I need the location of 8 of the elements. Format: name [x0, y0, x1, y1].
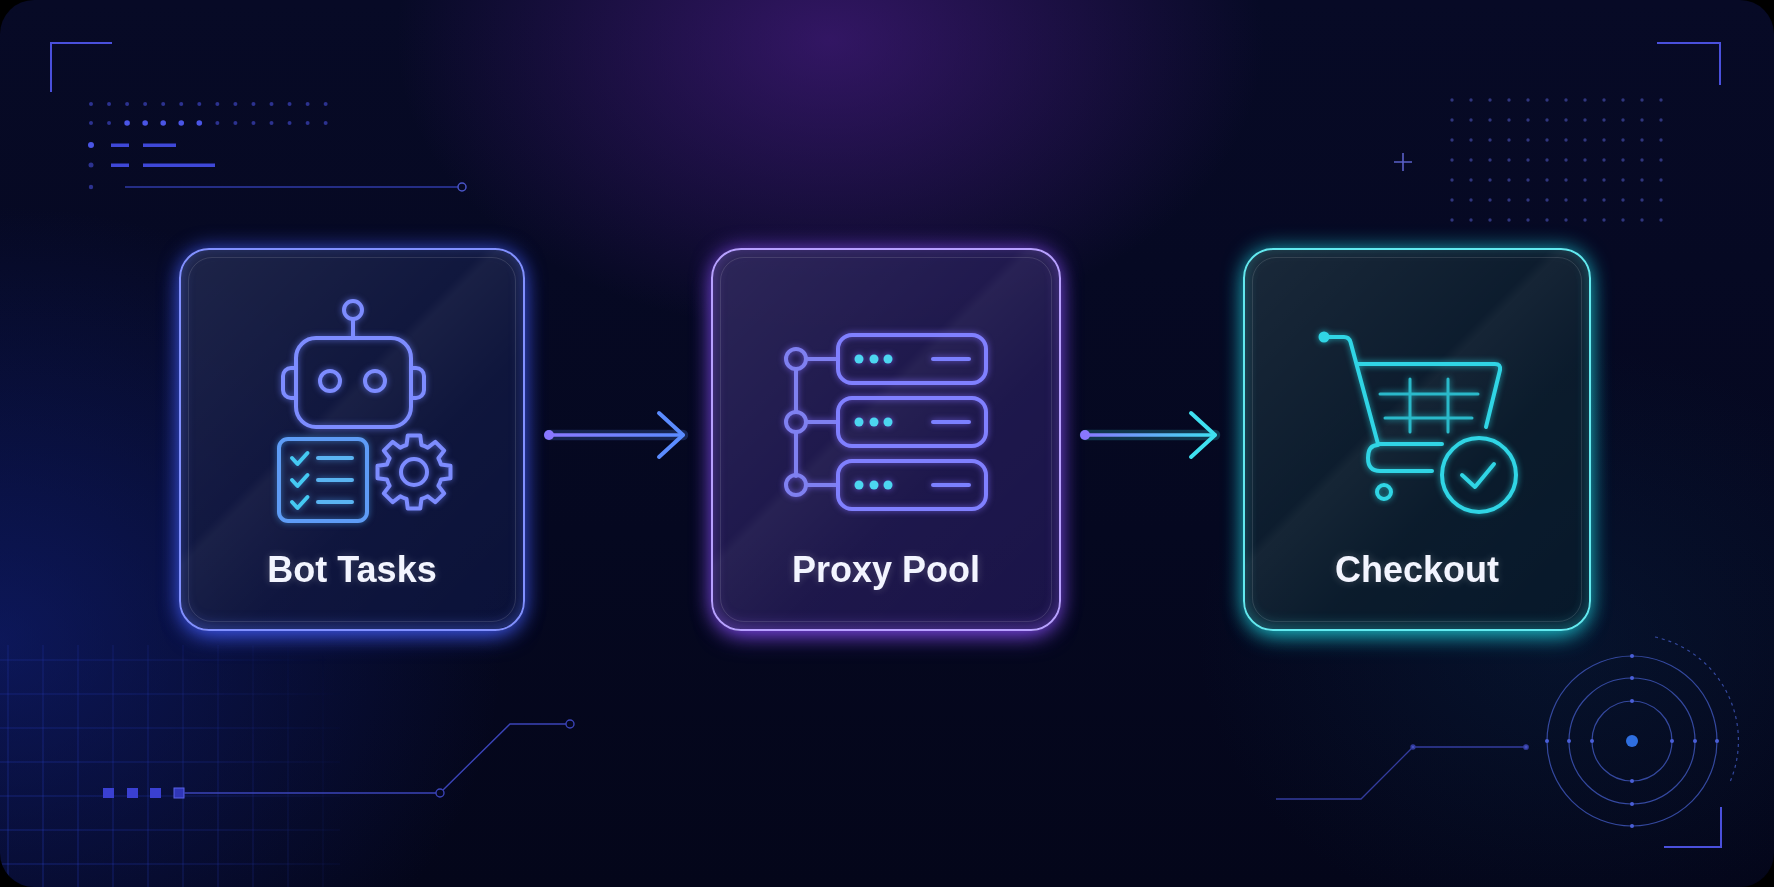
step-label: Checkout: [1335, 548, 1499, 592]
arrow: [1080, 411, 1217, 459]
process-card: [1243, 248, 1591, 631]
step-label: Proxy Pool: [791, 548, 981, 592]
process-card: [179, 248, 525, 631]
process-card: [711, 248, 1061, 631]
arrow: [544, 411, 685, 459]
step-label: Bot Tasks: [267, 548, 437, 592]
